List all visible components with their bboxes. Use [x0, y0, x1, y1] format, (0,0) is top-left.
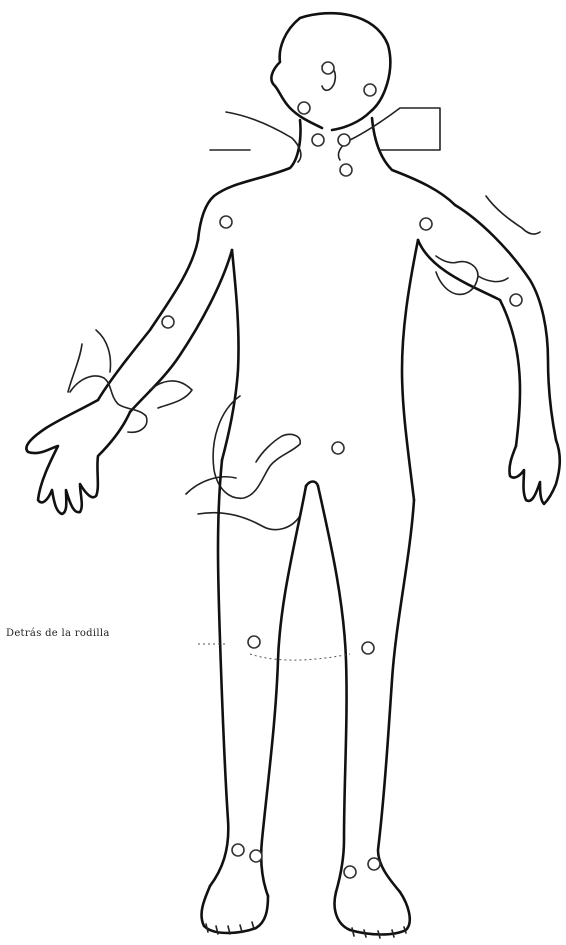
- point-ear: [364, 84, 376, 96]
- helper-hand-groin: [186, 396, 300, 530]
- point-ankle-left-b: [250, 850, 262, 862]
- point-jaw: [298, 102, 310, 114]
- point-shoulder-left: [220, 216, 232, 228]
- point-elbow-left: [162, 316, 174, 328]
- point-shoulder-right: [420, 218, 432, 230]
- helper-hand-wrist: [68, 330, 192, 432]
- torso-right-side: [402, 240, 418, 500]
- point-knee-left: [248, 636, 260, 648]
- pressure-points: [162, 62, 522, 878]
- helper-hand-armpit: [436, 196, 540, 294]
- point-ankle-right-a: [344, 866, 356, 878]
- behind-knee-label: Detrás de la rodilla: [6, 628, 110, 639]
- right-foot: [335, 892, 410, 935]
- point-abdomen: [332, 442, 344, 454]
- point-temple: [322, 62, 334, 74]
- body-outline: [26, 13, 559, 938]
- left-arm-inner: [130, 250, 232, 412]
- left-foot: [202, 886, 268, 933]
- left-leg-outer: [210, 460, 228, 886]
- torso-left-side: [222, 250, 239, 460]
- crotch: [306, 482, 318, 487]
- point-collarbone: [340, 164, 352, 176]
- point-neck-right: [338, 134, 350, 146]
- helper-hands-neck: [210, 108, 440, 162]
- left-leg-inner: [261, 486, 306, 896]
- neck-shoulder-left: [198, 120, 301, 240]
- point-ankle-left-a: [232, 844, 244, 856]
- point-elbow-right: [510, 294, 522, 306]
- point-ankle-right-b: [368, 858, 380, 870]
- neck-shoulder-right: [372, 118, 455, 205]
- right-leg-inner: [318, 486, 347, 892]
- right-hand: [509, 440, 559, 504]
- right-arm-inner: [418, 240, 520, 446]
- left-arm-outer: [98, 240, 198, 400]
- point-knee-right: [362, 642, 374, 654]
- point-neck-left: [312, 134, 324, 146]
- right-arm-outer: [455, 205, 556, 440]
- right-leg-outer: [378, 500, 414, 892]
- left-hand: [26, 400, 130, 514]
